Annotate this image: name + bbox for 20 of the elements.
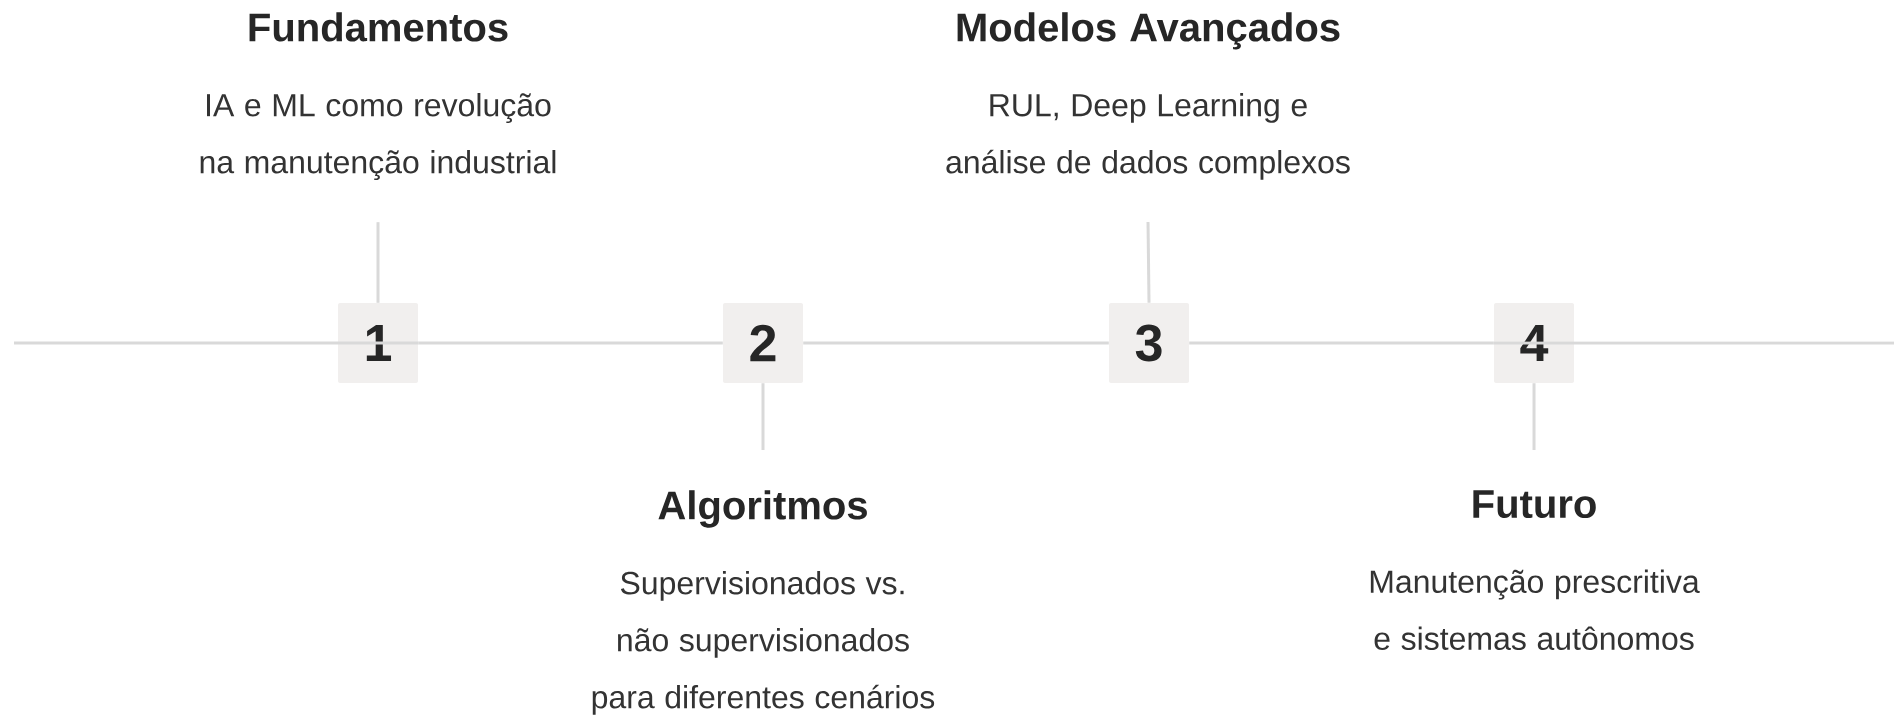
step-description: IA e ML como revolução na manutenção industrial [200, 93, 556, 180]
connector-line [803, 341, 1109, 345]
step-title: Algoritmos [658, 490, 867, 528]
connector-line [761, 383, 765, 450]
connector-line [1532, 383, 1536, 450]
step-title: Fundamentos [249, 12, 508, 42]
number-tile: 3 [1109, 303, 1189, 383]
step-description: RUL, Deep Learning e análise de dados complexos [946, 93, 1350, 180]
step-description: Manutenção prescritiva e sistemas autônomos [1370, 569, 1700, 651]
step-title: Futuro [1473, 490, 1596, 519]
connector-line [376, 222, 380, 303]
connector-line [418, 341, 723, 345]
number-tile: 1 [338, 303, 418, 383]
number-tile: 2 [723, 303, 803, 383]
connector-line [1146, 222, 1151, 303]
step-description: Supervisionados vs. não supervisionados para diferentes cenários [592, 571, 935, 715]
step-title: Modelos Avançados [957, 12, 1340, 50]
connector-line [14, 341, 419, 345]
connector-line [1189, 341, 1494, 345]
connector-line [1493, 341, 1894, 345]
